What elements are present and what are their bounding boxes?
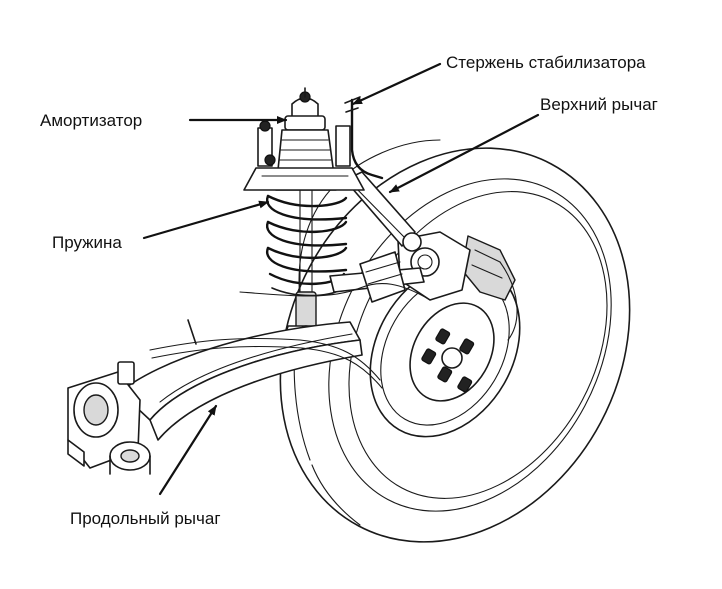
label-shock-absorber: Амортизатор — [40, 111, 142, 130]
shock-absorber — [243, 87, 365, 341]
lower-link — [329, 251, 425, 303]
hub-studs — [421, 328, 475, 393]
brake-lines — [149, 261, 518, 389]
label-stabilizer-rod: Стержень стабилизатора — [446, 53, 646, 72]
leader-upper-arm — [388, 113, 540, 194]
label-upper-arm: Верхний рычаг — [540, 95, 658, 114]
leader-spring — [142, 200, 270, 240]
label-trailing-arm: Продольный рычаг — [70, 509, 221, 528]
label-spring: Пружина — [52, 233, 122, 252]
trailing-arm — [67, 321, 363, 475]
leader-trailing-arm — [158, 404, 218, 496]
leader-stabilizer-rod — [351, 62, 442, 106]
callout-leaders — [142, 62, 540, 496]
